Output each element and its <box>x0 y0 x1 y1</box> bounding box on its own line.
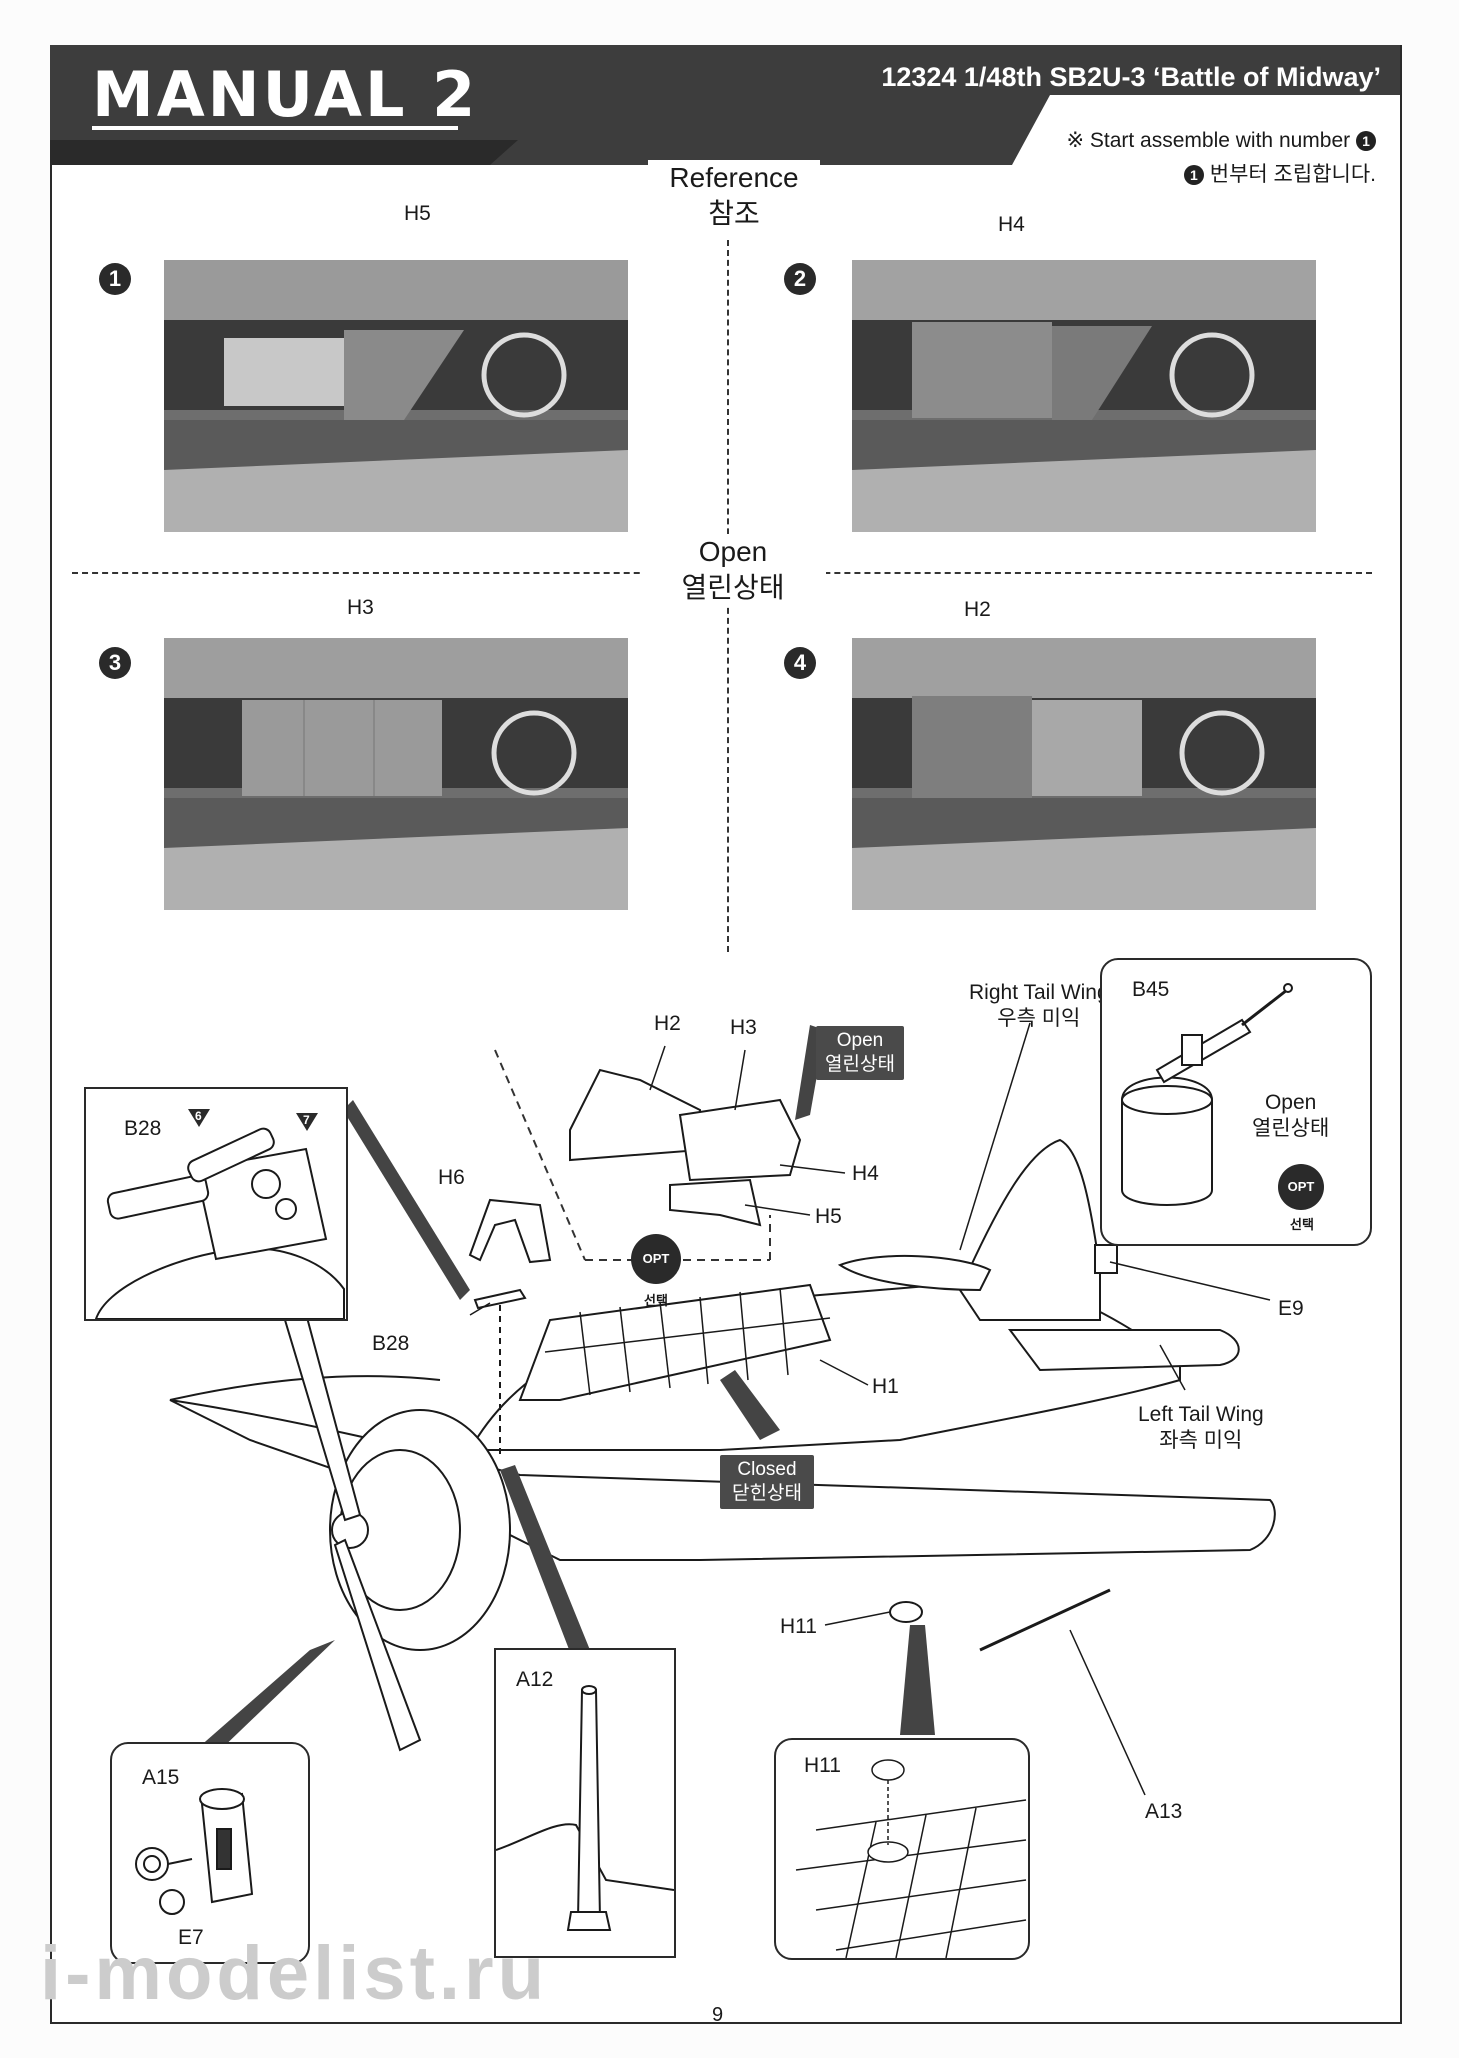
opt-badge-ko: 선택 <box>644 1293 668 1308</box>
inset-b45: B45 Open 열린상태 OPT 선택 <box>1100 958 1372 1246</box>
left-tail-wing-en: Left Tail Wing <box>1138 1403 1264 1426</box>
open-tag: Open 열린상태 <box>816 1026 904 1080</box>
step-1-marker: 1 <box>99 263 131 295</box>
right-tail-wing-en: Right Tail Wing <box>969 981 1109 1004</box>
inset-e7-label: E7 <box>178 1926 204 1949</box>
inset-b45-drawing <box>1121 983 1293 1206</box>
inset-b45-label: B45 <box>1132 978 1170 1001</box>
part-label-e9: E9 <box>1278 1297 1304 1320</box>
inset-h11-drawing <box>795 1759 1027 1959</box>
part-label-h3: H3 <box>730 1016 757 1039</box>
inset-a15: A15 E7 <box>110 1742 310 1964</box>
watermark: i-modelist.ru <box>40 1931 549 2016</box>
title-underline <box>92 126 458 130</box>
step-4-photo-image <box>852 638 1316 910</box>
inset-a12: A12 <box>494 1648 676 1958</box>
model-title: 12324 1/48th SB2U-3 ‘Battle of Midway’ <box>881 62 1381 92</box>
opt-badge: OPT <box>631 1234 681 1284</box>
start-note-ko-text: 번부터 조립합니다. <box>1209 163 1376 186</box>
inset-b28-drawing <box>94 1127 345 1320</box>
page-number: 9 <box>712 2004 724 2026</box>
header-background <box>50 45 1400 165</box>
reference-label-en: Reference <box>669 162 799 193</box>
left-tail-wing-label: Left Tail Wing 좌측 미익 <box>1138 1402 1264 1454</box>
inset-b45-opt-badge: OPT <box>1278 1164 1324 1210</box>
step-4-photo <box>852 638 1316 910</box>
inset-b45-opt-ko: 선택 <box>1290 1217 1314 1232</box>
step-2-marker: 2 <box>784 263 816 295</box>
page-title: MANUAL 2 <box>92 58 479 131</box>
step-3-photo <box>164 638 628 910</box>
start-note-step-ref: 1 <box>1356 131 1376 152</box>
open-label-ko: 열린상태 <box>681 572 785 603</box>
reference-label-ko: 참조 <box>708 198 760 229</box>
start-note-ko: 1 번부터 조립합니다. <box>1183 158 1376 188</box>
mark-6-triangle: 6 <box>188 1109 210 1127</box>
inset-a12-label: A12 <box>516 1668 554 1691</box>
start-note-en: ※ Start assemble with number 1 <box>1066 128 1376 153</box>
inset-a15-drawing <box>135 1788 254 1915</box>
step-1-photo-image <box>164 260 628 532</box>
right-tail-wing-label: Right Tail Wing 우측 미익 <box>969 980 1109 1032</box>
start-note-ko-step-ref: 1 <box>1183 165 1204 186</box>
open-label-en: Open <box>698 536 768 567</box>
inset-b45-open-en: Open <box>1264 1091 1317 1114</box>
inset-b28: B28 6 7 <box>84 1087 348 1321</box>
step-4-part-label: H2 <box>964 598 991 621</box>
mark-6-text: 6 <box>195 1109 202 1123</box>
inset-h11: H11 <box>774 1738 1030 1960</box>
part-label-h1: H1 <box>872 1375 899 1398</box>
step-4-marker: 4 <box>784 647 816 679</box>
inset-b28-label: B28 <box>124 1117 162 1140</box>
part-label-h5: H5 <box>815 1205 842 1228</box>
header-bar <box>50 45 1400 165</box>
part-label-a13: A13 <box>1145 1800 1183 1823</box>
step-2-part-label: H4 <box>998 213 1025 236</box>
part-label-h4: H4 <box>852 1162 879 1185</box>
inset-h11-label: H11 <box>804 1754 841 1777</box>
step-3-photo-image <box>164 638 628 910</box>
step-1-photo <box>164 260 628 532</box>
reference-label: Reference 참조 <box>648 160 820 232</box>
inset-b45-open: Open 열린상태 <box>1252 1090 1329 1142</box>
closed-tag-ko: 닫힌상태 <box>732 1483 802 1504</box>
inset-a15-label: A15 <box>142 1766 180 1789</box>
step-3-part-label: H3 <box>347 596 374 619</box>
right-tail-wing-ko: 우측 미익 <box>997 1007 1081 1030</box>
step-3-marker: 3 <box>99 647 131 679</box>
inset-b45-open-ko: 열린상태 <box>1252 1117 1330 1140</box>
open-tag-en: Open <box>836 1030 884 1051</box>
left-tail-wing-ko: 좌측 미익 <box>1159 1429 1243 1452</box>
part-label-h2: H2 <box>654 1012 681 1035</box>
open-label: Open 열린상태 <box>640 534 826 606</box>
part-label-h11: H11 <box>780 1615 817 1638</box>
part-label-b28: B28 <box>372 1332 410 1355</box>
step-1-part-label: H5 <box>404 202 431 225</box>
mark-7-triangle: 7 <box>296 1113 318 1131</box>
closed-tag-en: Closed <box>737 1459 797 1480</box>
mark-7-text: 7 <box>303 1113 310 1127</box>
open-tag-ko: 열린상태 <box>825 1054 895 1075</box>
inset-a12-drawing <box>495 1685 675 1931</box>
step-2-photo-image <box>852 260 1316 532</box>
part-label-h6: H6 <box>438 1166 465 1189</box>
step-2-photo <box>852 260 1316 532</box>
closed-tag: Closed 닫힌상태 <box>720 1455 814 1509</box>
start-note-en-text: ※ Start assemble with number <box>1066 129 1351 152</box>
